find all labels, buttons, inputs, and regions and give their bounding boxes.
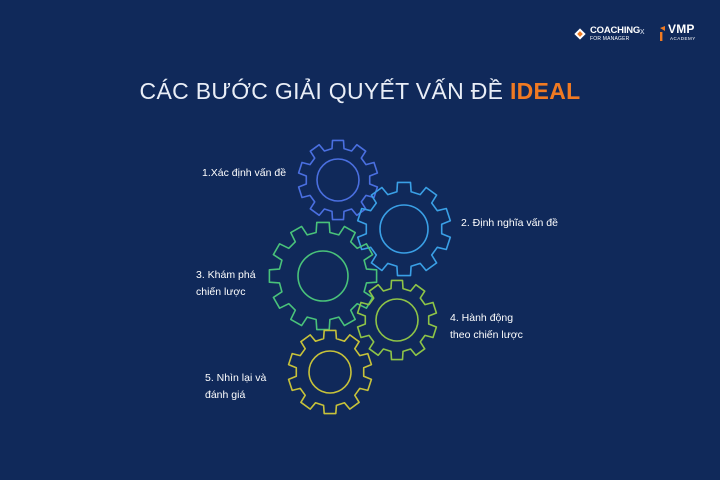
- title-main: CÁC BƯỚC GIẢI QUYẾT VẤN ĐỀ: [139, 78, 504, 104]
- gear-5-hub: [308, 350, 352, 394]
- step-2-line-1: 2. Định nghĩa vấn đề: [461, 217, 558, 229]
- step-3-line-2: chiến lược: [196, 286, 246, 298]
- step-3-line-1: 3. Khám phá: [196, 269, 256, 281]
- gear-4-hub: [375, 298, 419, 342]
- step-2-label: 2. Định nghĩa vấn đề: [461, 215, 558, 232]
- logo-left-line1: COACHING: [590, 25, 641, 36]
- page-title: CÁC BƯỚC GIẢI QUYẾT VẤN ĐỀ IDEAL: [0, 78, 720, 105]
- gear-2-icon: [356, 181, 452, 277]
- title-accent: IDEAL: [509, 78, 581, 104]
- step-3-label: 3. Khám phá chiến lược: [196, 267, 256, 301]
- diamond-logo-icon: [574, 28, 586, 40]
- logo-right-line2: ACADEMY: [670, 36, 696, 41]
- logo-separator: x: [640, 26, 645, 36]
- gear-2-hub: [379, 204, 429, 254]
- gear-1-icon: [297, 139, 379, 221]
- logo-right-line1: VMP: [668, 22, 695, 36]
- step-4-line-2: theo chiến lược: [450, 329, 523, 341]
- step-5-line-1: 5. Nhìn lại và: [205, 372, 267, 384]
- coaching-for-manager-logo: COACHING FOR MANAGER: [573, 25, 651, 43]
- gear-4-icon: [356, 279, 438, 361]
- gear-1-hub: [316, 158, 360, 202]
- gear-5-icon: [287, 329, 373, 415]
- vmp-flag-icon: [660, 26, 665, 41]
- step-1-label: 1.Xác định vấn đề: [202, 165, 286, 182]
- step-1-line-1: 1.Xác định vấn đề: [202, 167, 287, 179]
- vmp-academy-logo: VMP ACADEMY: [658, 22, 710, 44]
- step-5-label: 5. Nhìn lại và đánh giá: [205, 370, 266, 404]
- step-4-label: 4. Hành động theo chiến lược: [450, 310, 523, 344]
- gear-3-hub: [297, 250, 349, 302]
- logo-left-line2: FOR MANAGER: [590, 36, 630, 42]
- step-5-line-2: đánh giá: [205, 389, 246, 401]
- step-4-line-1: 4. Hành động: [450, 312, 514, 324]
